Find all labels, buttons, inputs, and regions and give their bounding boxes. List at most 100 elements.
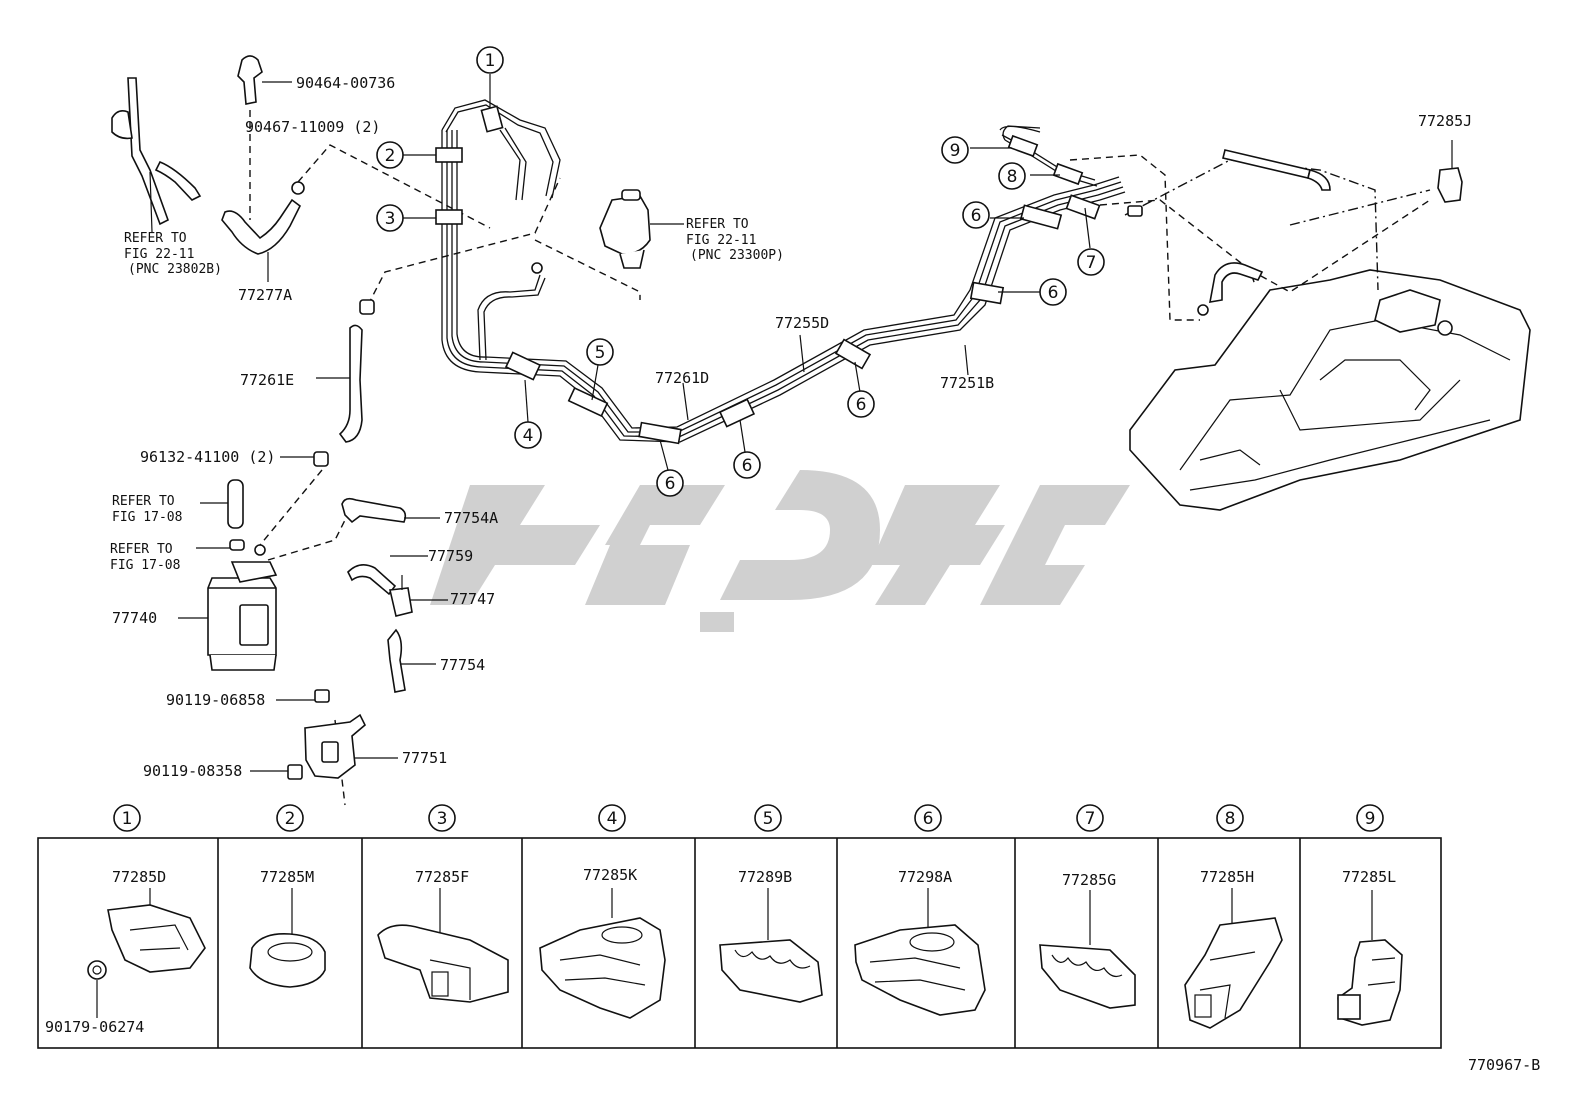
svg-text:2: 2 [285,809,296,829]
dashed-link-1 [297,144,491,229]
label-90464-00736: 90464-00736 [296,74,395,92]
dashed-link-3 [367,177,561,306]
clip-90464-00736 [237,55,292,105]
svg-text:9: 9 [950,141,961,161]
table-callout-1: 1 [113,804,141,832]
clip-drawing-77285F [377,888,509,1003]
svg-text:8: 8 [1225,809,1236,829]
dashed-link-5 [259,469,323,546]
table-label-77285D: 77285D [112,868,166,886]
label-77277A: 77277A [238,286,292,304]
dashed-link-4 [534,239,641,300]
callout-3: 3 [376,204,404,232]
refer-note-fig2211-a: REFER TO FIG 22-11 (PNC 23802B) [124,231,222,277]
table-callout-7: 7 [1076,804,1104,832]
table-label-77298A: 77298A [898,868,952,886]
bracket-77751 [304,713,398,779]
callout-9: 9 [941,136,969,164]
table-label-90179-06274: 90179-06274 [45,1018,144,1036]
callout-6a: 6 [656,469,684,497]
svg-text:6: 6 [856,395,867,415]
svg-text:REFER TO: REFER TO [112,494,175,509]
svg-text:2: 2 [385,146,396,166]
clip-drawing-77285K [539,888,666,1019]
svg-text:6: 6 [923,809,934,829]
callout-8: 8 [998,162,1026,190]
clip-77285J [1437,140,1463,203]
bolt-90119-06858 [276,689,330,703]
table-callout-3: 3 [428,804,456,832]
dashed-link-right-3 [1249,199,1431,293]
callout-5: 5 [586,338,614,366]
clip-drawing-77289B [719,888,823,1003]
label-90119-08358: 90119-08358 [143,762,242,780]
label-77255D: 77255D [775,314,829,332]
clip-drawing-77285M [249,888,326,988]
callout-4: 4 [514,421,542,449]
callout-6d: 6 [962,201,990,229]
label-77261E: 77261E [240,371,294,389]
hose-77754 [387,628,436,693]
clamp-96132 [280,299,375,467]
reference-code: 770967-B [1468,1056,1540,1074]
label-77754A: 77754A [444,509,498,527]
svg-text:5: 5 [763,809,774,829]
filler-neck-assembly [111,77,202,233]
table-callout-6: 6 [914,804,942,832]
svg-text:7: 7 [1086,253,1097,273]
pipe-fig1708 [196,479,245,551]
svg-text:4: 4 [607,809,618,829]
dashed-link-right-1 [1069,154,1200,321]
label-77747: 77747 [450,590,495,608]
table-label-77289B: 77289B [738,868,792,886]
hose-77754A [341,497,440,524]
callout-6b: 6 [733,451,761,479]
label-77740: 77740 [112,609,157,627]
svg-text:(PNC 23300P): (PNC 23300P) [690,248,784,263]
label-77251B: 77251B [940,374,994,392]
table-label-77285L: 77285L [1342,868,1396,886]
clip-table [37,837,1442,1049]
table-label-77285M: 77285M [260,868,314,886]
charcoal-canister-77740 [178,544,278,671]
clip-drawing-77285H [1184,888,1283,1029]
tube-clips [435,105,1101,445]
refer-note-fig2211-b: REFER TO FIG 22-11 (PNC 23300P) [686,217,784,263]
svg-text:FIG 17-08: FIG 17-08 [112,510,182,525]
table-callout-2: 2 [276,804,304,832]
refer-note-fig1708-b: REFER TO FIG 17-08 [110,542,180,573]
table-label-77285H: 77285H [1200,868,1254,886]
callout-7: 7 [1077,248,1105,276]
refer-note-fig1708-a: REFER TO FIG 17-08 [112,494,182,525]
label-77285J: 77285J [1418,112,1472,130]
svg-text:1: 1 [485,51,496,71]
table-label-77285F: 77285F [415,868,469,886]
svg-text:REFER TO: REFER TO [110,542,173,557]
callout-1: 1 [476,46,504,74]
callout-6e: 6 [1039,278,1067,306]
table-callout-9: 9 [1356,804,1384,832]
label-96132-41100: 96132-41100 (2) [140,448,275,466]
vsv-component [599,189,684,269]
leader-lines [402,74,1091,471]
table-callout-8: 8 [1216,804,1244,832]
label-77261D: 77261D [655,369,709,387]
clip-drawing-77285L [1337,890,1403,1026]
watermark-logo [430,470,1130,632]
label-90467-11009: 90467-11009 (2) [245,118,380,136]
label-77751: 77751 [402,749,447,767]
svg-text:6: 6 [742,456,753,476]
svg-text:FIG 17-08: FIG 17-08 [110,558,180,573]
valve-77747 [389,575,448,617]
svg-text:6: 6 [971,206,982,226]
svg-text:5: 5 [595,343,606,363]
svg-text:FIG 22-11: FIG 22-11 [124,247,194,262]
svg-text:7: 7 [1085,809,1096,829]
table-label-77285K: 77285K [583,866,637,884]
clip-drawing-77285D [87,888,206,1018]
label-77754: 77754 [440,656,485,674]
svg-text:6: 6 [1048,283,1059,303]
label-90119-06858: 90119-06858 [166,691,265,709]
hose-77261E [316,324,363,443]
